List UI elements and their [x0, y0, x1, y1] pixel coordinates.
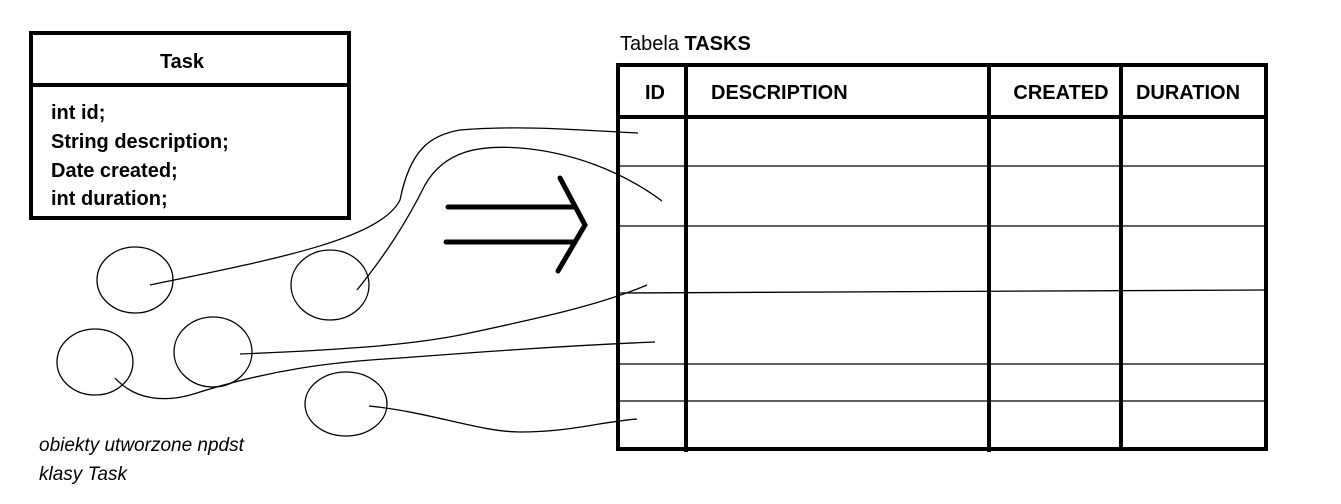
object-circle-1: [96, 246, 174, 314]
class-attribute-id: int id;: [51, 102, 105, 124]
class-name: Task: [160, 51, 205, 73]
object-circle-3: [56, 328, 134, 396]
object-circle-4: [173, 316, 253, 388]
column-header-id: ID: [645, 82, 665, 104]
connector-object-4: [239, 284, 648, 355]
column-header-description: DESCRIPTION: [711, 82, 848, 104]
arrow-head: [555, 175, 588, 274]
uml-class-task: Task int id; String description; Date cr…: [29, 31, 351, 220]
mapping-arrow: [443, 175, 588, 274]
row-divider-3: [617, 289, 1267, 294]
object-instances: [56, 246, 388, 437]
caption-line-2: klasy Task: [39, 464, 128, 485]
table-title-name: TASKS: [685, 33, 751, 55]
table-title: Tabela TASKS: [620, 33, 751, 55]
table-outer-border: [616, 63, 1268, 451]
class-box-border: [29, 31, 351, 220]
table-tasks: [616, 63, 1268, 452]
column-header-duration: DURATION: [1136, 82, 1240, 104]
connector-object-2: [356, 146, 663, 291]
class-attribute-created: Date created;: [51, 160, 178, 182]
class-attribute-description: String description;: [51, 131, 229, 153]
connector-object-3: [114, 341, 656, 400]
connector-object-1: [149, 127, 639, 286]
connector-object-5: [368, 405, 638, 433]
class-attribute-duration: int duration;: [51, 188, 168, 210]
object-connectors: [114, 127, 663, 433]
table-title-prefix: Tabela: [620, 33, 685, 55]
column-header-created: CREATED: [1013, 82, 1108, 104]
object-circle-2: [290, 249, 370, 321]
caption-line-1: obiekty utworzone npdst: [39, 435, 245, 456]
object-circle-5: [304, 371, 388, 437]
